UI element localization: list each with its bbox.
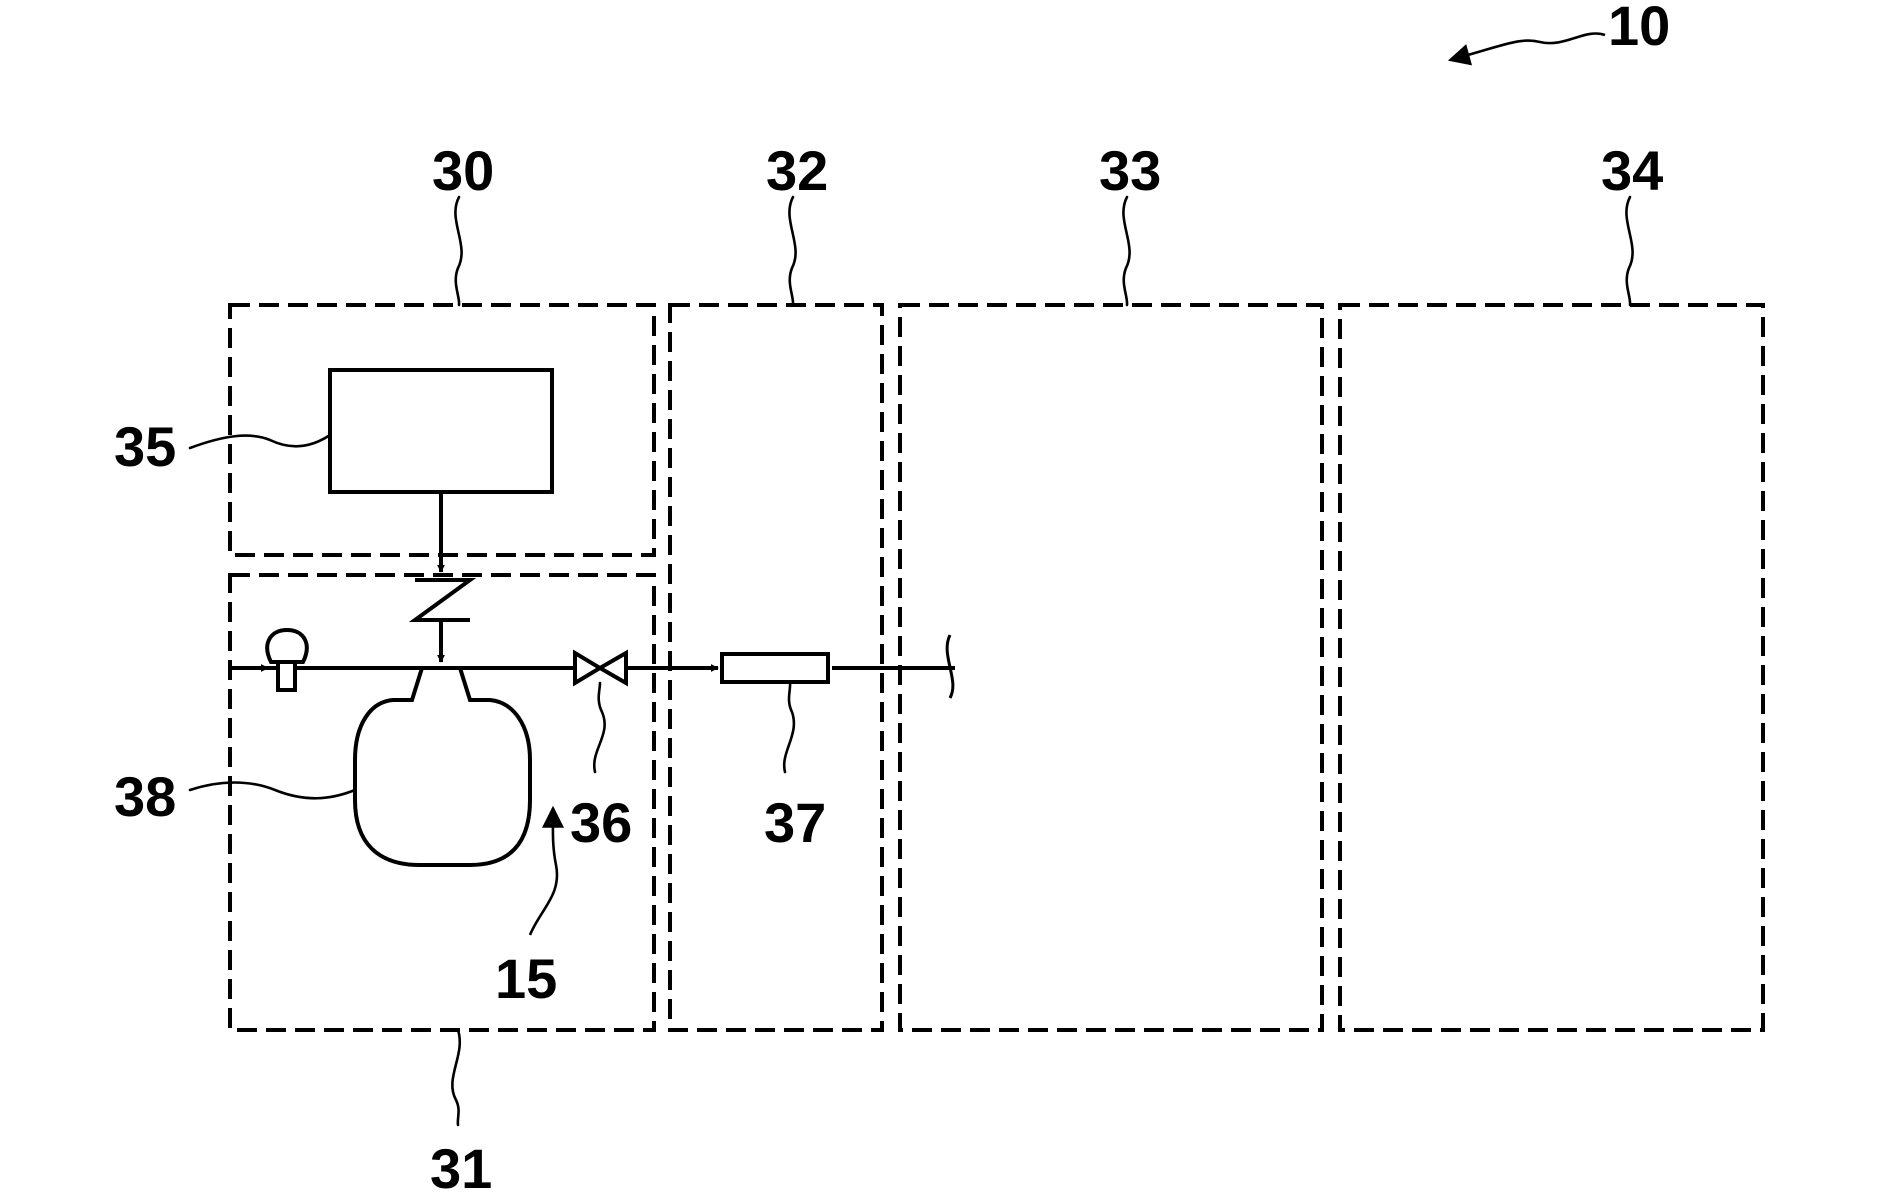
leader-32: [789, 197, 795, 305]
leader-37: [784, 682, 794, 772]
vessel-38-shape: [355, 668, 530, 865]
leader-33: [1123, 197, 1129, 305]
leader-36: [594, 683, 604, 772]
label-37: 37: [764, 791, 826, 854]
leader-38: [190, 783, 355, 799]
leader-31: [452, 1030, 459, 1125]
zone-33-box: [900, 305, 1322, 1030]
label-35: 35: [114, 415, 176, 478]
label-38: 38: [114, 765, 176, 828]
valve-36-icon: [575, 653, 626, 683]
label-36: 36: [570, 791, 632, 854]
element-37-box: [722, 654, 828, 682]
gauge-icon: [267, 630, 306, 690]
label-33: 33: [1099, 139, 1161, 202]
leader-34: [1626, 197, 1632, 305]
system-10-arrow: [1450, 33, 1605, 60]
label-30: 30: [432, 139, 494, 202]
assembly-15-arrow: [530, 808, 557, 935]
label-15: 15: [495, 947, 557, 1010]
label-31: 31: [430, 1137, 492, 1193]
leader-30: [455, 197, 461, 305]
leader-35: [190, 435, 330, 448]
zone-34-box: [1340, 305, 1763, 1030]
label-10: 10: [1608, 0, 1670, 57]
label-32: 32: [766, 139, 828, 202]
unit-35-box: [330, 370, 552, 492]
label-34: 34: [1601, 139, 1663, 202]
